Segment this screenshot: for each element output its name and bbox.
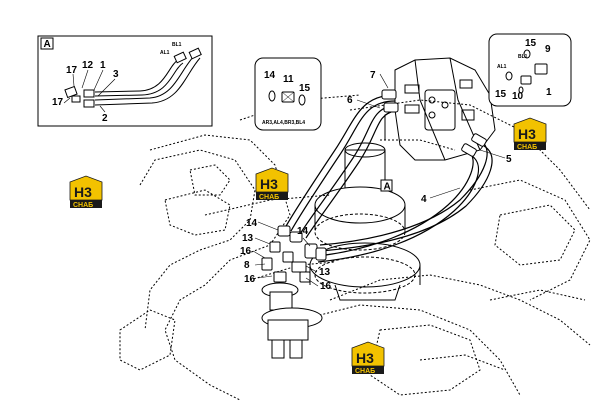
seal-callout-14: 14 (264, 70, 276, 81)
right-inset-callout-15-top: 15 (525, 38, 537, 49)
brand-logo-left: H3 CHAБ (69, 175, 103, 209)
right-inset-panel: 15 9 15 10 1 BL1 AL1 (488, 33, 572, 107)
hose-assembly (284, 94, 493, 263)
right-inset-callout-15-left: 15 (495, 89, 507, 100)
inset-a-tag: A (44, 39, 51, 50)
inset-a-callout-17-bottom: 17 (52, 97, 64, 108)
callout-14-left: 14 (246, 218, 258, 229)
callout-14-right: 14 (297, 226, 309, 237)
view-a-tag-text: A (384, 182, 391, 193)
callout-8: 8 (244, 260, 250, 271)
brand-logo-bottom: H3 CHAБ (351, 341, 385, 375)
logo-bottom-sub: CHAБ (355, 368, 375, 375)
right-inset-callout-9: 9 (545, 44, 551, 55)
logo-right-sub: CHAБ (517, 144, 537, 151)
callout-16-left: 16 (240, 246, 252, 257)
callout-16-lower: 16 (244, 274, 256, 285)
callout-7: 7 (370, 70, 376, 81)
callout-13-right: 13 (319, 267, 331, 278)
logo-left-sub: CHAБ (73, 202, 93, 209)
brand-logo-center: H3 CHAБ (255, 167, 289, 201)
seal-inset-panel: 14 11 15 AR3,AL4,BR3,BL4 (254, 57, 322, 131)
right-inset-callout-10: 10 (512, 91, 524, 102)
motor-fittings (261, 225, 327, 359)
inset-a-callout-1: 1 (100, 60, 106, 71)
logo-right-mark: H3 (518, 126, 536, 142)
leader-lines (252, 73, 506, 287)
inset-a-callout-2: 2 (102, 113, 108, 124)
inset-a-callout-17-top: 17 (66, 65, 78, 76)
inset-a-callout-3: 3 (113, 69, 119, 80)
callout-4: 4 (421, 194, 427, 205)
right-inset-port-al1: AL1 (497, 64, 507, 70)
inset-a-panel: A 17 12 1 3 17 2 BL1 AL1 (37, 35, 213, 127)
logo-center-sub: CHAБ (259, 194, 279, 201)
view-a-tag: A (380, 179, 393, 193)
seal-callout-11: 11 (283, 74, 294, 85)
callout-13-left: 13 (242, 233, 254, 244)
inset-a-port-bl1: BL1 (172, 42, 182, 48)
callout-16-right: 16 (320, 281, 332, 292)
logo-center-mark: H3 (260, 176, 278, 192)
logo-bottom-mark: H3 (356, 350, 374, 366)
callout-5: 5 (506, 154, 512, 165)
valve-fittings (381, 89, 487, 157)
inset-a-port-al1: AL1 (160, 50, 170, 56)
seal-callout-15: 15 (299, 83, 311, 94)
brand-logo-right: H3 CHAБ (513, 117, 547, 151)
logo-left-mark: H3 (74, 184, 92, 200)
inset-a-callout-12: 12 (82, 60, 94, 71)
right-inset-port-bl1: BL1 (518, 54, 528, 60)
control-valve-block (384, 57, 496, 161)
callout-6: 6 (347, 95, 353, 106)
seal-caption: AR3,AL4,BR3,BL4 (262, 120, 305, 126)
main-callouts: 7 6 5 4 14 13 16 8 16 14 13 16 (240, 70, 512, 292)
right-inset-callout-1: 1 (546, 87, 552, 98)
